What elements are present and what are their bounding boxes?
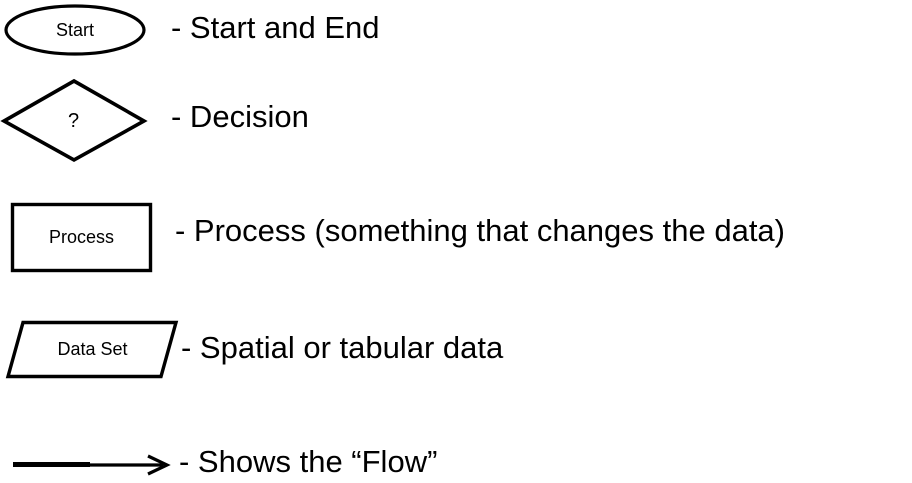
decision-diamond [0, 78, 148, 163]
legend-description-process: - Process (something that changes the da… [175, 213, 785, 248]
terminator-ellipse-label: Start [55, 20, 94, 40]
data-parallelogram-label: Data Set [57, 339, 128, 359]
legend-description-flow: - Shows the “Flow” [179, 444, 438, 479]
flow-arrow-head [147, 454, 171, 476]
terminator-ellipse [4, 4, 146, 56]
legend-description-start-end: - Start and End [171, 10, 380, 45]
process-rectangle [10, 202, 153, 273]
process-rectangle-label: Process [48, 227, 115, 247]
legend-description-decision: - Decision [171, 99, 309, 134]
decision-diamond-label: ? [67, 110, 80, 132]
data-parallelogram [5, 320, 179, 379]
legend-description-dataset: - Spatial or tabular data [181, 330, 504, 365]
flow-arrow [13, 454, 171, 476]
